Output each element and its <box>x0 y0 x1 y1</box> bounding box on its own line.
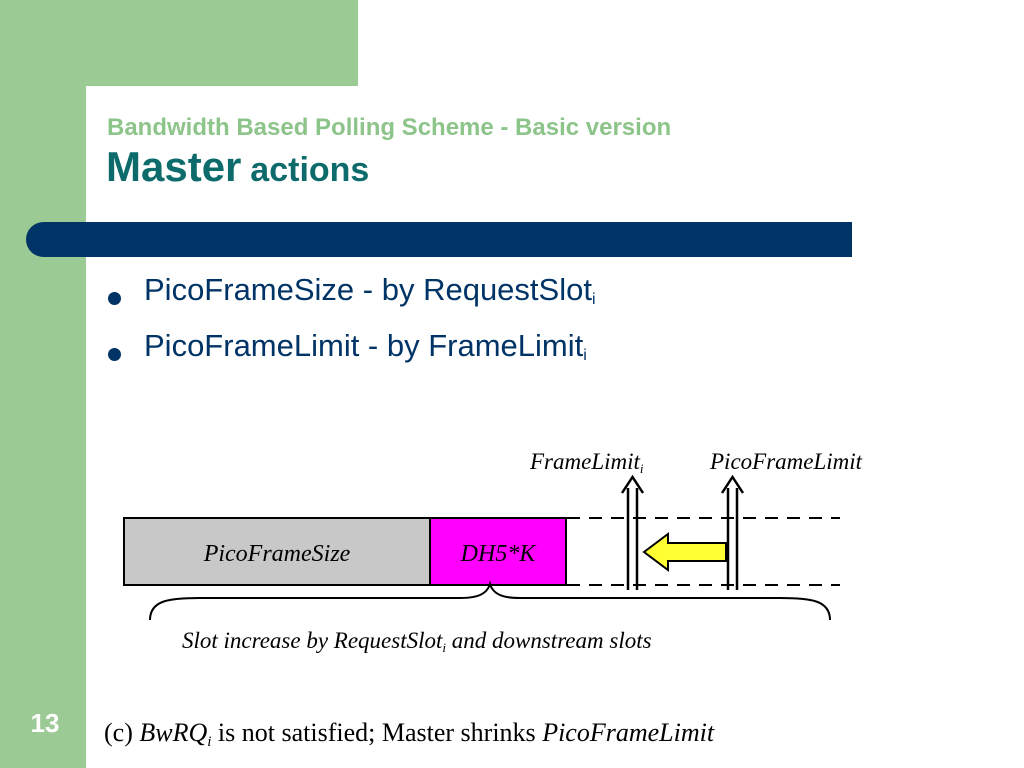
picoframelimit-arrow-icon <box>720 474 745 590</box>
slide-title: Master actions <box>106 146 369 188</box>
bullet-dot-icon <box>108 292 121 305</box>
content-card <box>86 86 1024 768</box>
bullet-text: PicoFrameSize - by RequestSlot <box>144 272 592 307</box>
picoframelimit-label: PicoFrameLimit <box>709 449 863 474</box>
left-decor-band <box>0 0 86 768</box>
bullet-dot-icon <box>108 348 121 361</box>
framelimit-arrow-icon <box>620 474 645 590</box>
figure-caption-c: (c) BwRQi is not satisfied; Master shrin… <box>104 718 715 750</box>
dh5k-box <box>429 517 567 586</box>
framelimit-label: FrameLimiti <box>529 449 644 476</box>
bullet-item: PicoFrameLimit - by FrameLimiti <box>106 328 596 384</box>
brace-icon <box>149 580 831 621</box>
slide-subtitle: Bandwidth Based Polling Scheme - Basic v… <box>107 114 672 141</box>
dh5k-label: DH5*K <box>460 541 538 567</box>
shrink-left-arrow-icon <box>642 532 727 572</box>
bullet-subscript: i <box>591 291 596 308</box>
title-divider-bar <box>26 222 852 257</box>
slide-number: 13 <box>30 708 60 738</box>
title-word-master: Master <box>106 143 242 190</box>
title-word-actions: actions <box>250 151 370 189</box>
brace-caption: Slot increase by RequestSloti and downst… <box>182 628 652 655</box>
bullet-text: PicoFrameLimit - by FrameLimit <box>144 328 584 363</box>
bullet-list: PicoFrameSize - by RequestSloti PicoFram… <box>106 272 596 384</box>
bullet-item: PicoFrameSize - by RequestSloti <box>106 272 596 328</box>
top-decor-band <box>0 0 358 86</box>
picoframesize-label: PicoFrameSize <box>203 541 351 567</box>
bullet-subscript: i <box>583 347 587 364</box>
